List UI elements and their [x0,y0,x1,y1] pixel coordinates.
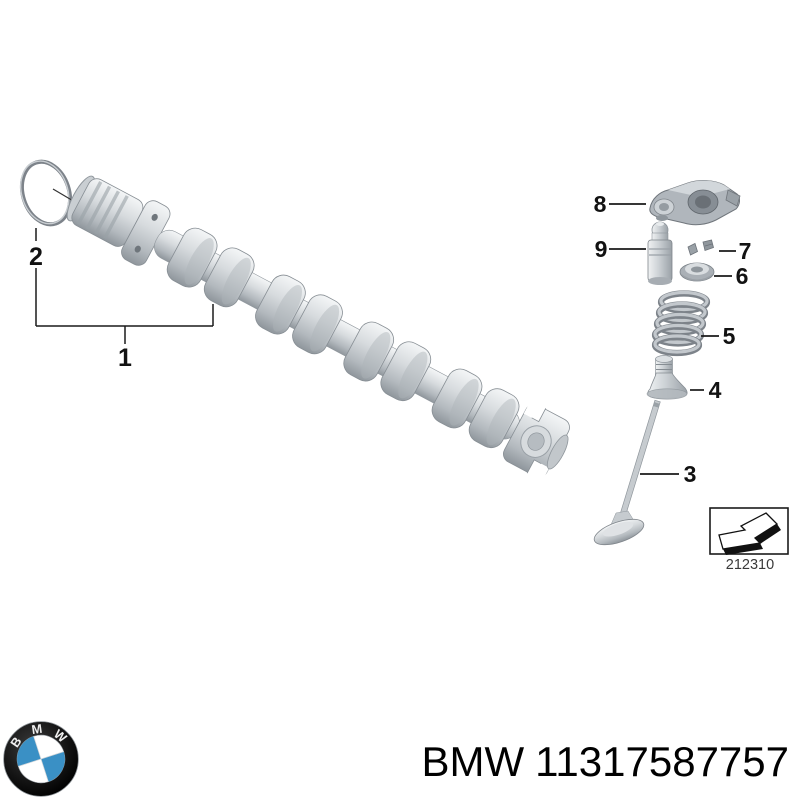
valve-spring-drawing [651,290,711,357]
camshaft-trigger-wheel [503,400,570,482]
valve-seal-drawing [646,355,688,400]
bmw-logo-letter-m: M [31,722,43,737]
valve-lifter-drawing [647,221,673,285]
callout-label-9: 9 [595,236,608,262]
callout-label-1: 1 [118,344,132,372]
photo-direction-box: 212310 [709,507,789,573]
rocker-arm-drawing [649,180,741,226]
ref-code: 212310 [726,557,774,573]
callout-label-2: 2 [29,243,43,271]
bmw-logo-icon: B M W [3,721,79,797]
callout-label-4: 4 [709,377,722,403]
cam-lobes [166,227,520,449]
part-number-text: 11317587757 [535,738,789,785]
valve-keeper-drawing [687,239,714,256]
camshaft-drawing [66,175,570,482]
callout-label-3: 3 [684,461,697,487]
callout-label-5: 5 [723,323,736,349]
direction-arrow-icon [718,512,781,555]
spring-retainer-drawing [679,262,715,282]
valve-drawing [593,399,661,546]
exploded-parts-diagram: 2 1 8 9 [19,159,789,573]
callout-label-7: 7 [739,238,752,264]
callout-bracket [35,228,214,344]
callout-label-6: 6 [736,263,749,289]
brand-text: BMW [421,738,525,785]
callout-label-8: 8 [594,191,607,217]
